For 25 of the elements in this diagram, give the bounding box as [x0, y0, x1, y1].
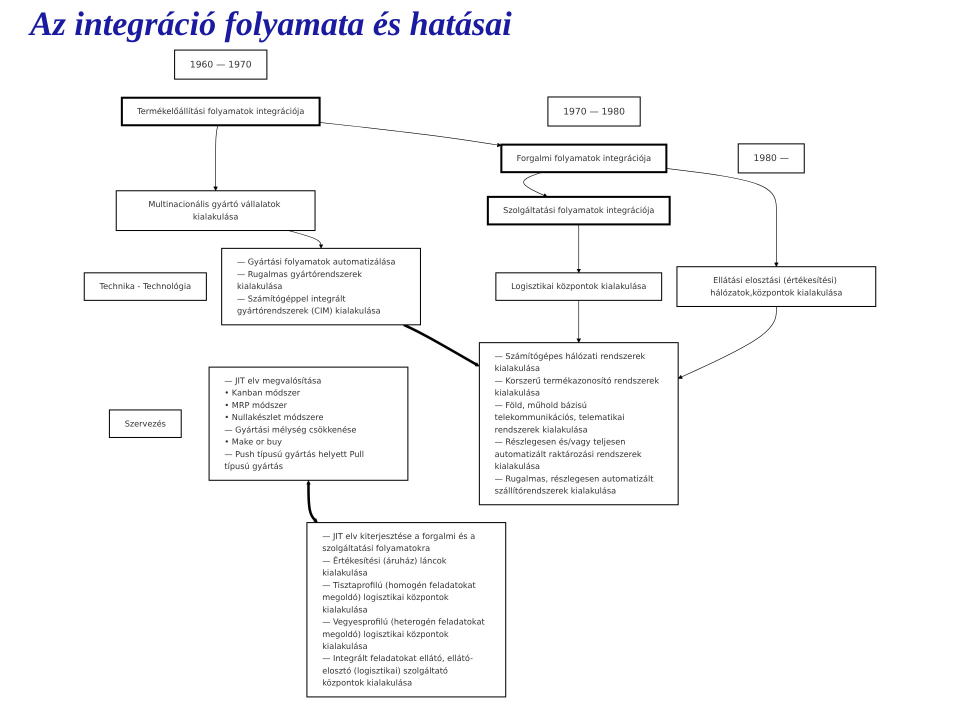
- arrow: [678, 306, 777, 379]
- node-box: Szolgáltatási folyamatok integrációja: [486, 196, 671, 226]
- node-box: 1970 — 1980: [547, 96, 641, 127]
- arrow: [319, 122, 502, 148]
- node-box: — Számítógépes hálózati rendszerek kialakulása — Korszerű termékazonosító rendszerek kialakulása — Föld, műhold bázisú telekommunikációs, telematikai rendszerek kialakulása — Részlegesen és/vagy teljesen automatizált raktározási rendszerek kialakulása — Rugalmas, részlegesen automatizált szállítórendszerek kialakulása: [478, 342, 679, 506]
- node-box: 1980 —: [738, 143, 805, 174]
- node-box: Forgalmi folyamatok integrációja: [500, 144, 668, 174]
- node-box: Termékelőállítási folyamatok integrációja: [120, 96, 321, 126]
- node-box: 1960 — 1970: [174, 50, 268, 80]
- node-box: — JIT elv kiterjesztése a forgalmi és a szolgáltatási folyamatokra — Értékesítési (áruház) láncok kialakulása — Tisztaprofilú (homogén feladatokat megoldó) logisztikai központok kialakulása — Vegyesprofilú (heterogén feladatokat megoldó) logisztikai központok kialakulása — Integrált feladatokat ellátó, ellátó-elosztó (logisztikai) szolgáltató központok kialakulása: [306, 522, 506, 698]
- arrow: [576, 224, 581, 274]
- arrow: [666, 168, 779, 267]
- arrow: [306, 480, 318, 523]
- arrow: [213, 124, 218, 191]
- node-box: — Gyártási folyamatok automatizálása — Rugalmas gyártórendszerek kialakulása — Számítógéppel integrált gyártórendszerek (CIM) kialakulása: [221, 248, 421, 326]
- node-box: Multinacionális gyártó vállalatok kialakulása: [116, 190, 316, 232]
- arrow: [523, 172, 548, 198]
- node-box: Ellátási elosztási (értékesítési) hálózatok,központok kialakulása: [676, 266, 876, 307]
- node-box: Technika - Technológia: [84, 272, 207, 301]
- arrow: [576, 300, 581, 343]
- node-box: Logisztikai központok kialakulása: [495, 272, 662, 301]
- node-box: — JIT elv megvalósítása • Kanban módszer • MRP módszer • Nullakészlet módszere — Gyártási mélység csökkenése • Make or buy — Push típusú gyártás helyett Pull típusú gyártás: [208, 366, 408, 481]
- arrow: [403, 324, 480, 366]
- node-box: Szervezés: [108, 409, 182, 438]
- title: Az integráció folyamata és hatásai: [30, 6, 513, 44]
